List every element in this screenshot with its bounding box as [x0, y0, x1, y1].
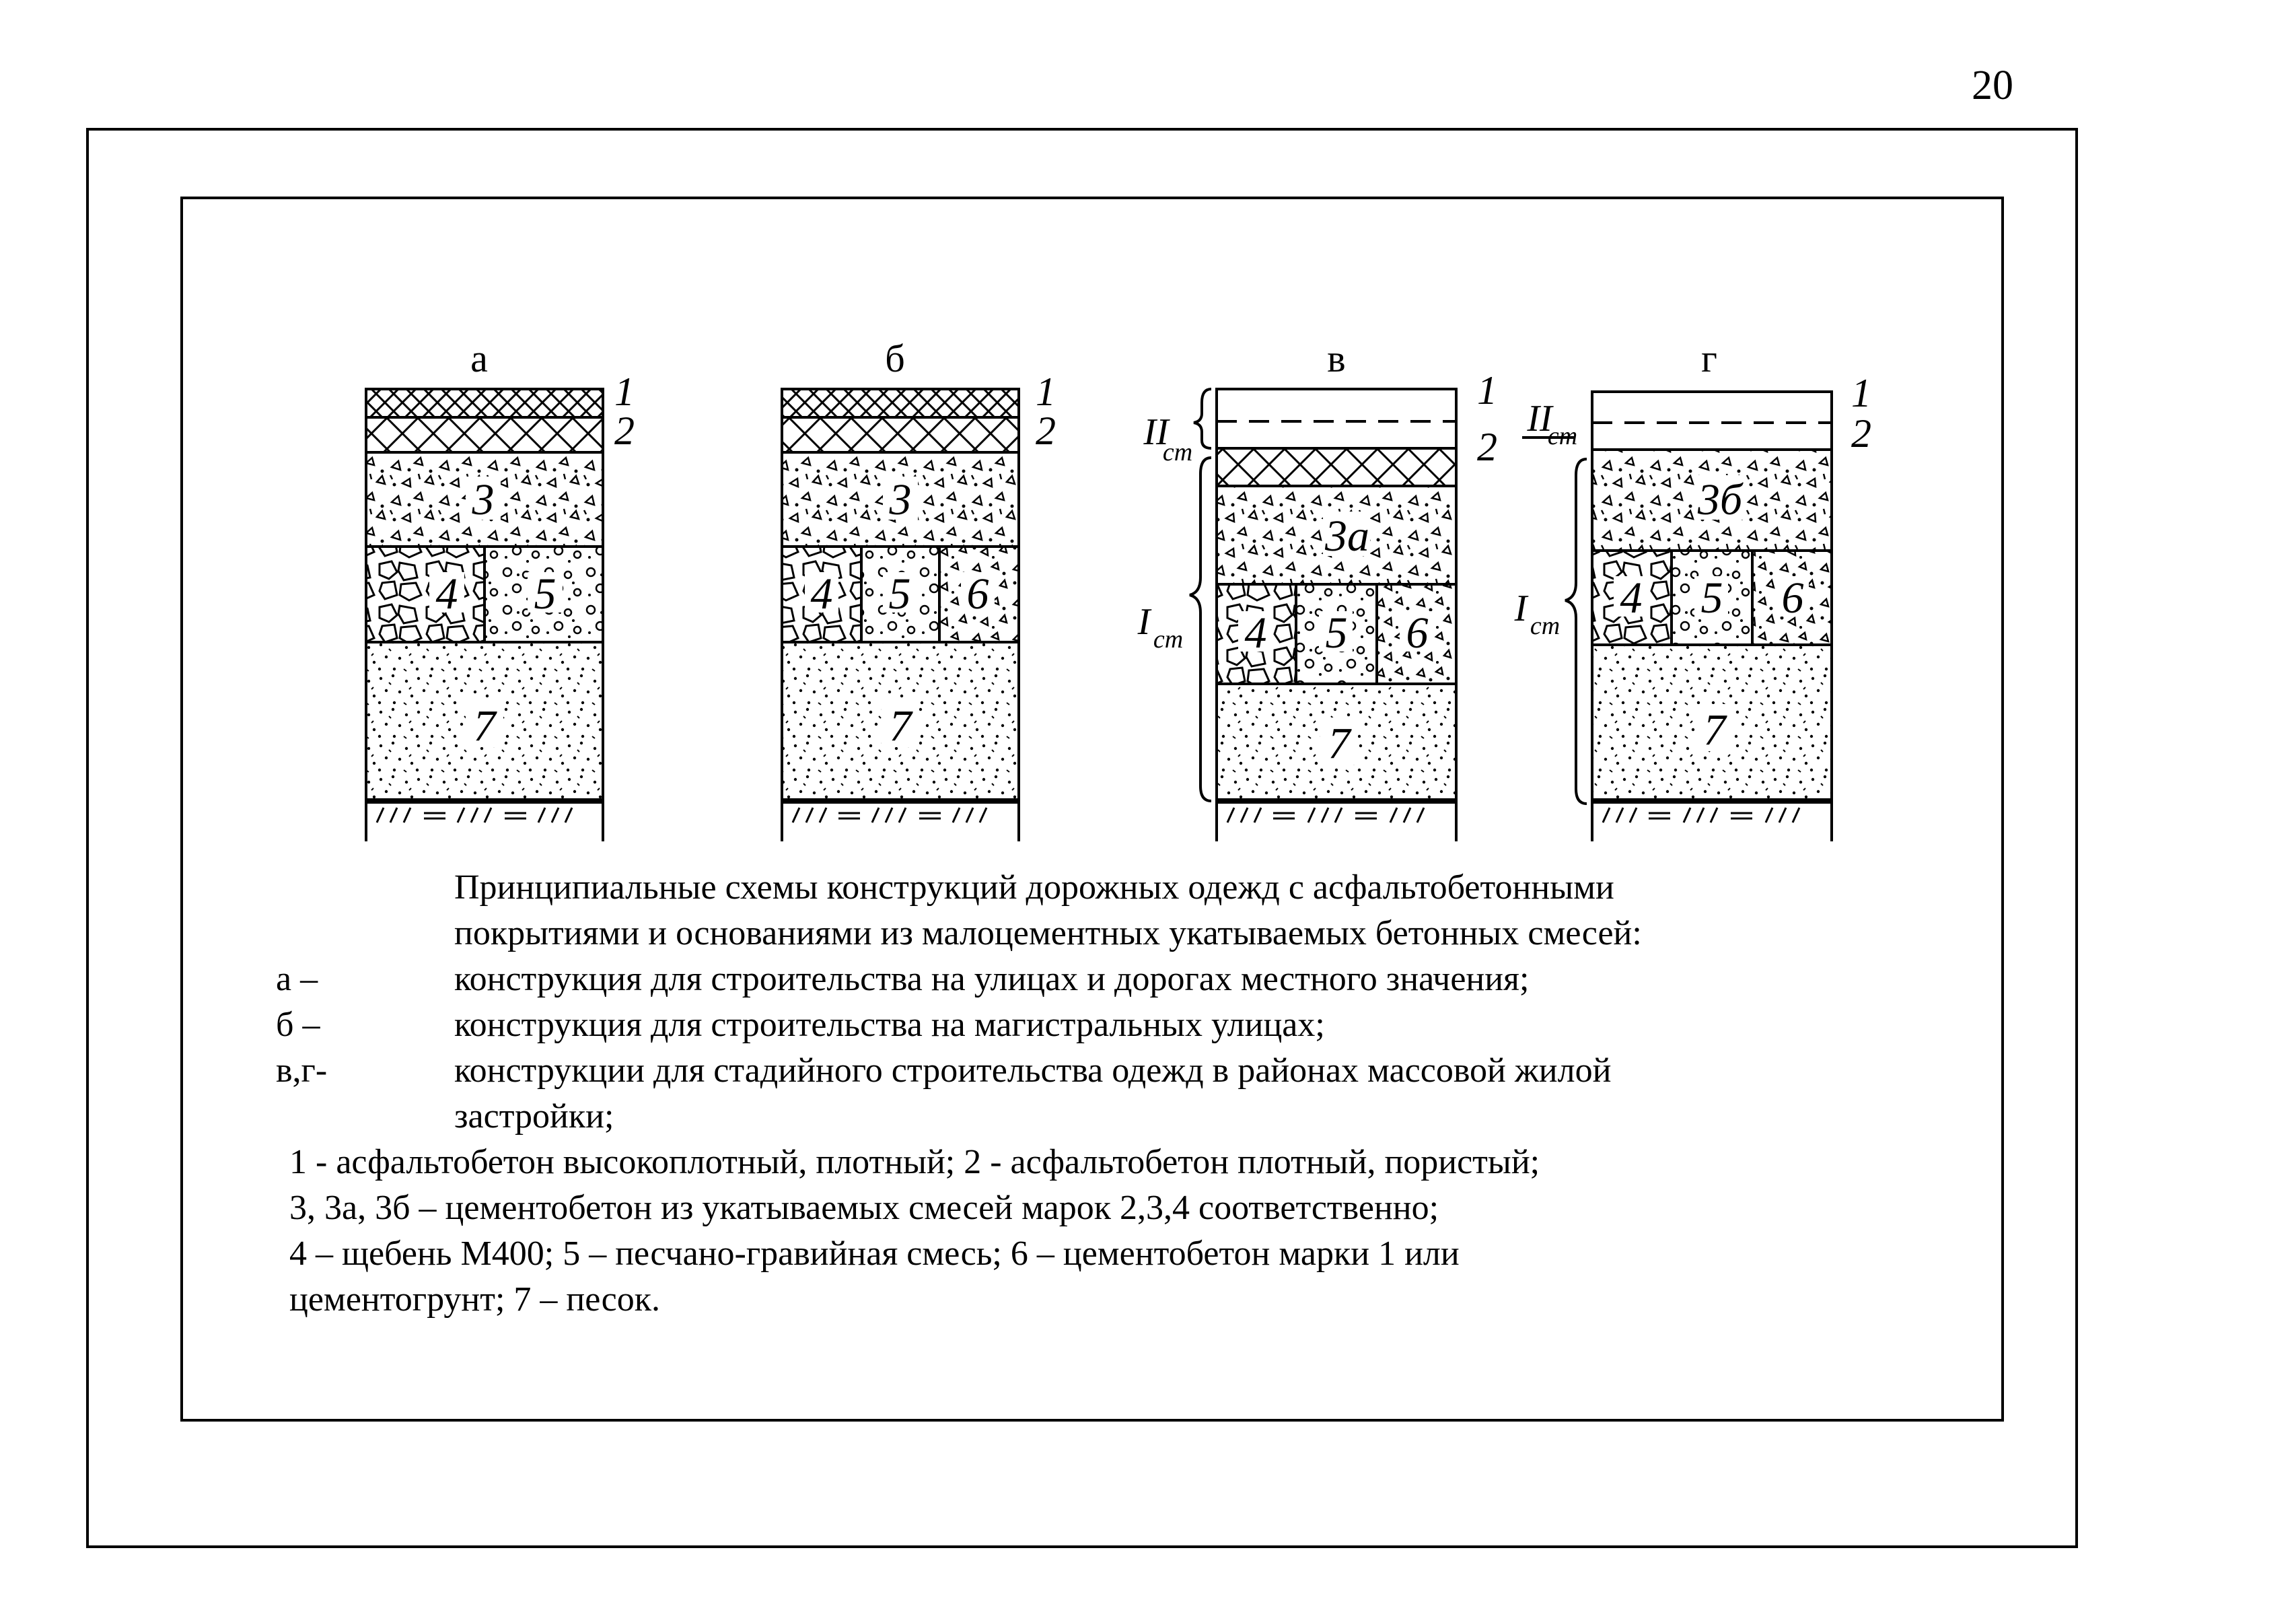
legend-line-3: 4 – щебень М400; 5 – песчано-гравийная с… — [289, 1234, 1460, 1273]
panel-c-stage-1-brace — [1189, 456, 1212, 802]
panel-c-label-4: 4 — [1245, 608, 1267, 658]
panel-c-layer-1 — [1215, 388, 1458, 450]
caption-item-cd-text: конструкции для стадийного строительства… — [454, 1051, 1612, 1090]
legend-line-4: цементогрунт; 7 – песок. — [289, 1280, 660, 1319]
panel-d-label-2: 2 — [1851, 411, 1871, 456]
panel-a-label-4: 4 — [436, 569, 458, 619]
panel-b-letter: б — [885, 337, 905, 380]
panel-c: в 3а 4 5 6 7 1 2 II — [1137, 337, 1497, 841]
panel-b-subgrade-hatch — [791, 807, 988, 823]
outer-frame — [86, 128, 2078, 1548]
panel-c-label-1: 1 — [1477, 368, 1497, 413]
panel-b-layer-2 — [781, 416, 1020, 454]
panel-a-label-1: 1 — [614, 370, 635, 414]
panel-a: а 3 4 5 7 1 2 — [365, 337, 635, 841]
panel-b-layer-1 — [781, 388, 1020, 419]
panel-d-layer-1 — [1591, 390, 1833, 451]
panel-a-label-7: 7 — [474, 701, 498, 750]
panel-a-label-2: 2 — [614, 409, 635, 453]
caption-item-a: а – конструкция для строительства на ули… — [276, 956, 1911, 1002]
panel-c-subgrade-hatch — [1226, 807, 1425, 823]
panel-a-layer-1 — [365, 388, 604, 419]
panel-d-stage-2-label: II — [1526, 398, 1554, 440]
panel-d: г 3б 4 5 6 7 1 2 II ст I — [1514, 337, 1871, 841]
caption-item-b-text: конструкция для строительства на магистр… — [454, 1006, 1325, 1044]
panel-a-layer-4 — [365, 545, 486, 643]
panel-d-letter: г — [1701, 337, 1717, 380]
caption-title-line-1: Принципиальные схемы конструкций дорожны… — [454, 868, 1614, 907]
panel-d-stage-1-sub: ст — [1530, 612, 1560, 640]
legend-line-2: 3, 3а, 3б – цементобетон из укатываемых … — [289, 1189, 1439, 1227]
panel-a-subgrade-hatch — [375, 807, 573, 823]
panel-d-subgrade-hatch — [1602, 807, 1801, 823]
panel-c-layer-2 — [1215, 447, 1458, 487]
panel-c-label-6: 6 — [1406, 608, 1429, 658]
caption-item-b: б – конструкция для строительства на маг… — [276, 1002, 1911, 1048]
panel-d-label-3b: 3б — [1697, 475, 1744, 524]
panel-c-stage-1-sub: ст — [1153, 625, 1183, 654]
panel-b-label-1: 1 — [1036, 370, 1056, 414]
panel-b: б 3 4 5 6 7 1 2 — [781, 337, 1056, 841]
panel-c-label-7: 7 — [1328, 719, 1353, 768]
panel-c-label-3a: 3а — [1324, 512, 1369, 561]
panel-b-label-5: 5 — [889, 569, 911, 619]
caption-title-line-2: покрытиями и основаниями из малоцементны… — [454, 914, 1642, 952]
caption-item-cd-continuation: застройки; — [454, 1097, 614, 1136]
panel-c-stage-2-sub: ст — [1163, 438, 1192, 466]
panel-b-label-4: 4 — [811, 569, 833, 619]
panel-c-stage-1-label: I — [1137, 601, 1152, 643]
panel-c-label-5: 5 — [1326, 608, 1348, 658]
panel-d-label-1: 1 — [1851, 371, 1871, 415]
panel-b-label-7: 7 — [890, 701, 914, 750]
inner-frame — [180, 197, 2004, 1422]
panel-d-stage-1-brace — [1565, 458, 1587, 805]
panel-d-label-5: 5 — [1701, 573, 1723, 623]
caption-item-a-tag: а – — [276, 960, 318, 998]
panel-b-label-2: 2 — [1036, 409, 1056, 453]
panel-a-label-5: 5 — [534, 569, 557, 619]
page-number: 20 — [1972, 63, 2013, 108]
panel-c-stage-2-brace — [1193, 388, 1212, 450]
panel-c-letter: в — [1327, 337, 1345, 380]
panel-a-layer-2 — [365, 416, 604, 454]
legend-line-1: 1 - асфальтобетон высокоплотный, плотный… — [289, 1143, 1540, 1181]
panel-c-stage-2-label: II — [1143, 411, 1170, 453]
panel-d-label-7: 7 — [1704, 705, 1728, 755]
panel-a-label-3: 3 — [472, 475, 495, 524]
panel-b-label-6: 6 — [967, 569, 989, 619]
panel-d-label-6: 6 — [1782, 573, 1804, 623]
caption-item-cd-tag: в,г- — [276, 1051, 328, 1090]
panel-d-label-4: 4 — [1620, 573, 1643, 623]
figure-caption: Принципиальные схемы конструкций дорожны… — [276, 865, 1911, 1323]
panel-a-letter: а — [470, 337, 488, 380]
panel-b-label-3: 3 — [889, 475, 912, 524]
caption-item-b-tag: б – — [276, 1006, 320, 1044]
panel-d-stage-1-label: I — [1514, 588, 1529, 629]
panel-c-label-2: 2 — [1477, 425, 1497, 469]
caption-item-cd: в,г- конструкции для стадийного строител… — [276, 1048, 1911, 1094]
caption-item-a-text: конструкция для строительства на улицах … — [454, 960, 1530, 998]
